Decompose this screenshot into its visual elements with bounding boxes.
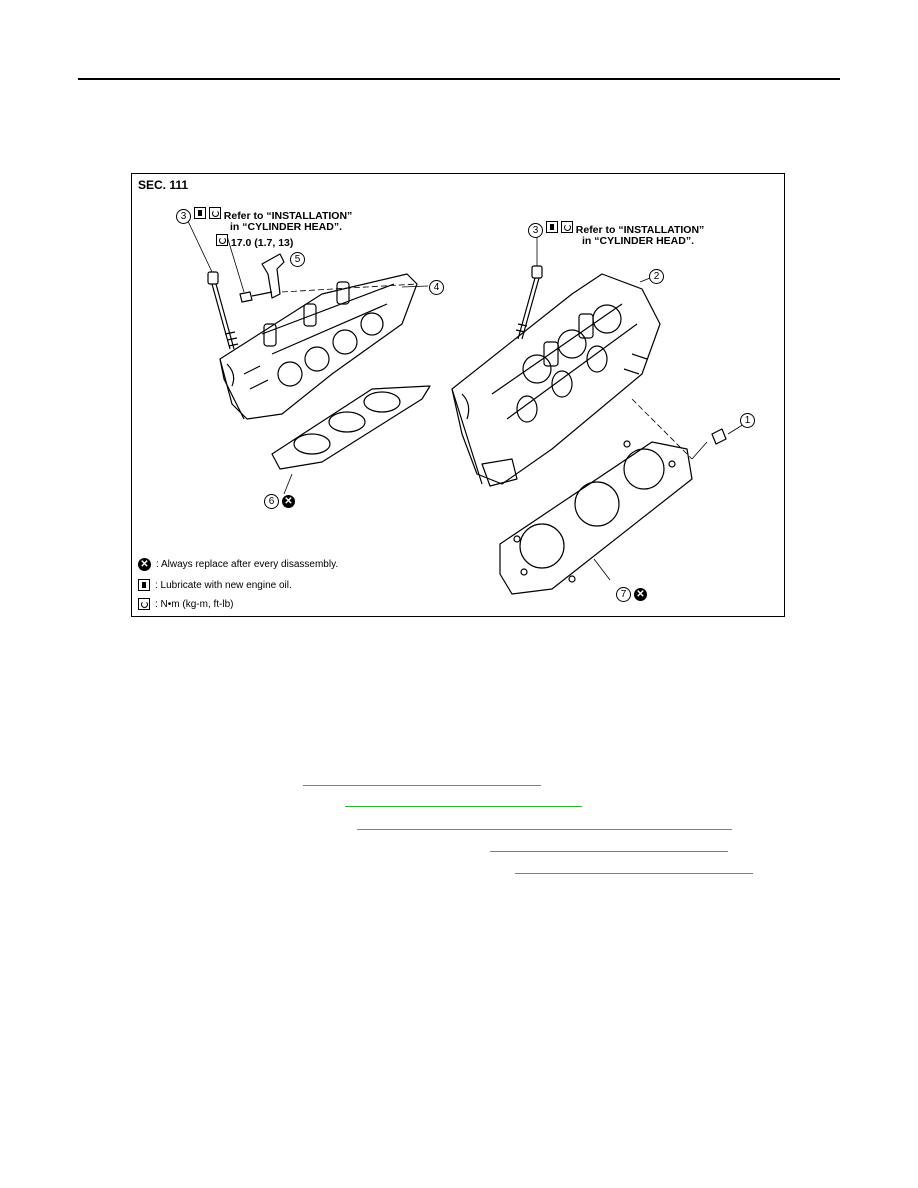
left-ref-line1: Refer to “INSTALLATION”	[223, 210, 353, 222]
reference-link-3[interactable]	[357, 829, 732, 830]
reference-link-1[interactable]	[303, 785, 541, 786]
left-bolt-callout: 3 Refer to “INSTALLATION”	[176, 207, 352, 224]
part-number-2: 2	[649, 269, 664, 284]
left-torque-callout: 17.0 (1.7, 13)	[216, 234, 293, 249]
part-number-4: 4	[429, 280, 444, 295]
torque-wrench-icon	[560, 221, 573, 233]
gasket-7-callout: 7 ✕	[616, 587, 647, 602]
replace-x-icon: ✕	[138, 558, 151, 571]
gasket-6-callout: 6 ✕	[264, 494, 295, 509]
torque-wrench-icon	[208, 207, 221, 219]
cylinder-head-drawing	[186, 218, 745, 595]
reference-link-5[interactable]	[515, 873, 753, 874]
lubricate-oil-icon	[545, 221, 558, 233]
part-number-7: 7	[616, 587, 631, 602]
lubricate-oil-icon	[193, 207, 206, 219]
bracket-and-bolt	[226, 235, 418, 303]
left-torque-value: 17.0 (1.7, 13)	[230, 237, 294, 249]
left-head-gasket	[271, 385, 431, 495]
part-number-1: 1	[740, 413, 755, 428]
torque-wrench-icon	[138, 598, 150, 610]
right-cylinder-head	[451, 273, 661, 487]
part-number-5: 5	[290, 252, 305, 267]
lubricate-oil-icon	[138, 579, 150, 591]
section-label: SEC. 111	[138, 178, 189, 192]
replace-x-icon: ✕	[633, 588, 647, 601]
reference-link-2[interactable]	[345, 806, 582, 807]
part-number-3-right: 3	[528, 223, 543, 238]
right-ref-line1: Refer to “INSTALLATION”	[575, 224, 705, 236]
left-head-bolt	[186, 218, 239, 350]
header-rule	[78, 78, 840, 80]
left-ref-line2: in “CYLINDER HEAD”.	[230, 221, 343, 233]
exploded-view-figure: SEC. 111 3 Refer to “INSTALLATION” in “C…	[131, 173, 785, 617]
reference-link-4[interactable]	[490, 851, 728, 852]
legend-torque-text: : N•m (kg-m, ft-lb)	[155, 598, 234, 610]
right-head-bolt	[515, 234, 543, 340]
replace-x-icon: ✕	[281, 495, 295, 508]
legend-lubricate: : Lubricate with new engine oil.	[138, 579, 292, 591]
torque-wrench-icon	[216, 234, 228, 246]
right-head-gasket	[499, 440, 693, 595]
part-number-6: 6	[264, 494, 279, 509]
legend-replace-text: : Always replace after every disassembly…	[156, 559, 339, 570]
part-number-3-left: 3	[176, 209, 191, 224]
legend-torque: : N•m (kg-m, ft-lb)	[138, 598, 234, 610]
legend-lubricate-text: : Lubricate with new engine oil.	[155, 579, 292, 591]
right-bolt-callout: 3 Refer to “INSTALLATION”	[528, 221, 704, 238]
left-cylinder-head	[219, 273, 418, 420]
legend-replace: ✕ : Always replace after every disassemb…	[138, 558, 338, 571]
right-ref-line2: in “CYLINDER HEAD”.	[582, 235, 695, 247]
